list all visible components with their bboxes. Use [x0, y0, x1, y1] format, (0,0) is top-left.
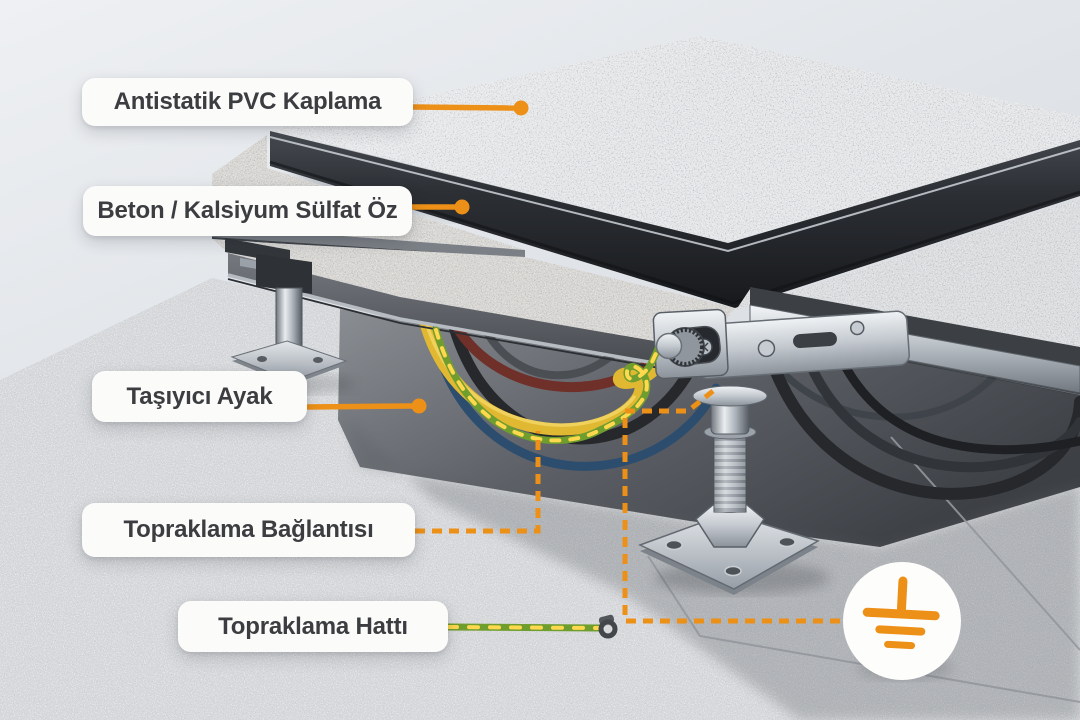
- callout-line-ground-connection: [415, 431, 541, 534]
- lower-panel-edge: [228, 253, 700, 376]
- callout-text: Taşıyıcı Ayak: [126, 382, 273, 410]
- callout-line-ground-path: [622, 389, 843, 624]
- ground-cable-connector: [444, 623, 604, 632]
- callout-dot-core: [454, 199, 470, 215]
- yellow-cable: [418, 312, 668, 436]
- callout-line-antistatic: [412, 104, 515, 111]
- blue-cable: [427, 323, 721, 471]
- callout-text: Topraklama Hattı: [218, 612, 408, 640]
- right-cables: [758, 342, 1080, 500]
- thumb-screw-icon: [655, 327, 705, 367]
- grounding-symbol-badge: [843, 562, 961, 680]
- callout-label-concrete-calcium-sulfate-core: Beton / Kalsiyum Sülfat Öz: [83, 186, 412, 236]
- callout-label-grounding-line: Topraklama Hattı: [178, 601, 448, 652]
- callout-text: Topraklama Bağlantısı: [123, 516, 374, 543]
- right-panel-edge: [750, 287, 1080, 366]
- earth-ground-icon: [862, 576, 940, 650]
- ground-eyelet: [598, 614, 618, 639]
- callout-line-pedestal: [306, 403, 413, 410]
- badge-circle: [843, 562, 961, 680]
- callout-text: Antistatik PVC Kaplama: [113, 88, 382, 115]
- left-pedestal-bracket: [256, 254, 312, 294]
- callout-dot-antistatic: [513, 100, 529, 116]
- top-tile-edge-trim: [269, 136, 1080, 253]
- callout-text: Beton / Kalsiyum Sülfat Öz: [97, 197, 398, 224]
- callout-connectors: [306, 100, 843, 639]
- grounding-wire: [432, 326, 662, 444]
- callout-label-support-pedestal: Taşıyıcı Ayak: [92, 371, 307, 422]
- callout-dot-pedestal: [411, 398, 427, 414]
- callout-label-grounding-connection: Topraklama Bağlantısı: [82, 503, 415, 557]
- pedestal-head-plate: [694, 310, 910, 380]
- callout-label-antistatic-pvc-coating: Antistatik PVC Kaplama: [82, 78, 413, 126]
- top-tile-edge-band: [270, 131, 1080, 308]
